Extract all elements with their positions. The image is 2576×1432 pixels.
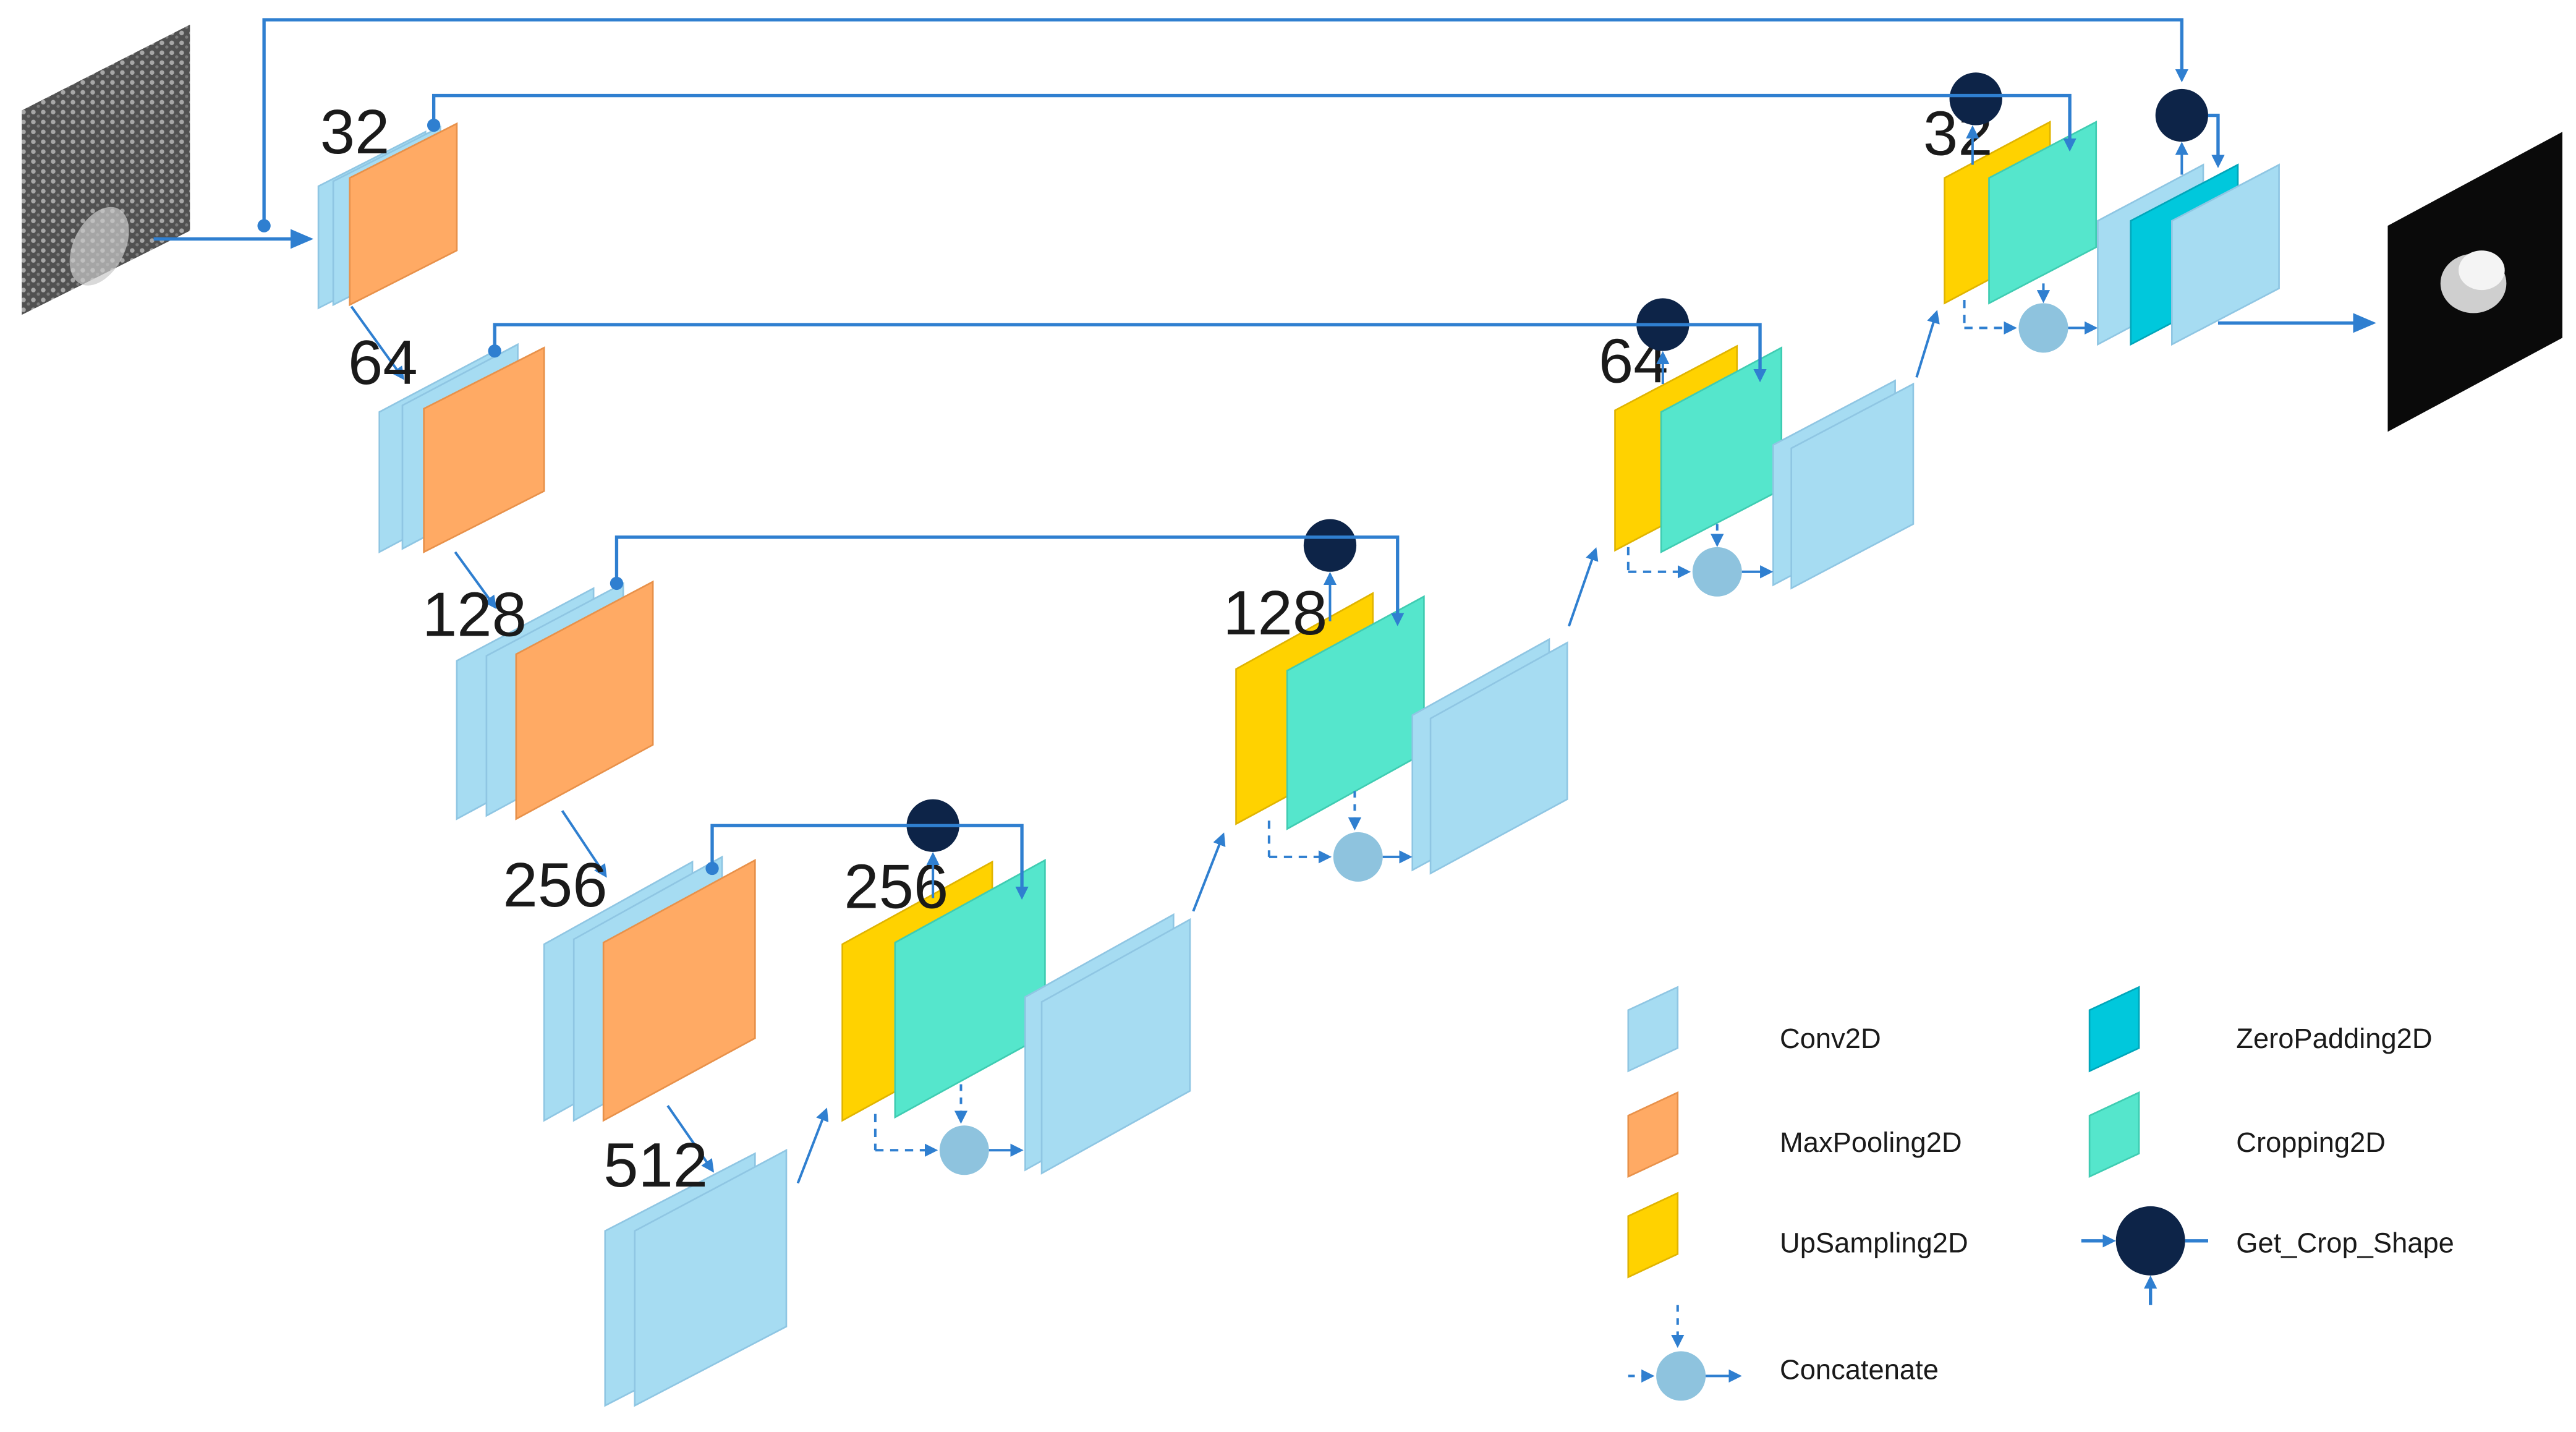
get-crop-shape-node bbox=[1303, 519, 1357, 572]
block-size-label: 128 bbox=[422, 580, 527, 650]
encoder-block-4: 256 bbox=[503, 850, 756, 1122]
maxpooling2d-layer bbox=[349, 122, 458, 307]
skip-connections bbox=[257, 18, 2225, 900]
encoder-block-1: 32 bbox=[317, 97, 458, 310]
maxpooling2d-layer bbox=[515, 580, 654, 820]
down-arrow bbox=[454, 551, 497, 610]
up-arrow bbox=[1192, 832, 1226, 912]
up-arrow bbox=[1568, 547, 1599, 627]
up-arrow bbox=[796, 1107, 829, 1184]
block-size-label: 128 bbox=[1223, 578, 1327, 648]
decoder-block-1: 32 bbox=[1923, 72, 2280, 353]
legend-get-crop-shape-label: Get_Crop_Shape bbox=[2236, 1227, 2454, 1259]
block-size-label: 32 bbox=[320, 97, 390, 167]
legend-upsampling2d-swatch bbox=[1627, 1191, 1679, 1279]
legend: Conv2D MaxPooling2D UpSampling2D Concate… bbox=[1627, 986, 2454, 1401]
block-size-label: 256 bbox=[503, 850, 608, 920]
legend-concatenate-label: Concatenate bbox=[1780, 1354, 1939, 1386]
encoder-block-3: 128 bbox=[422, 580, 654, 820]
legend-upsampling2d-label: UpSampling2D bbox=[1780, 1227, 1968, 1259]
conv2d-layer bbox=[2171, 163, 2280, 346]
block-size-label: 512 bbox=[603, 1130, 708, 1200]
decoder-block-2: 64 bbox=[1599, 298, 1915, 597]
conv2d-layer bbox=[1790, 382, 1915, 590]
crop-shape-inputs bbox=[926, 125, 2188, 898]
decoder-block-3: 128 bbox=[1223, 519, 1568, 882]
cropping2d-layer bbox=[1988, 121, 2098, 305]
maxpooling2d-layer bbox=[602, 858, 756, 1122]
up-arrow bbox=[1915, 310, 1940, 378]
legend-get-crop-shape-swatch bbox=[2081, 1206, 2208, 1305]
legend-maxpooling2d-label: MaxPooling2D bbox=[1780, 1127, 1962, 1158]
bottleneck-block: 512 bbox=[603, 1130, 788, 1407]
legend-conv2d-label: Conv2D bbox=[1780, 1023, 1881, 1054]
legend-cropping2d-swatch bbox=[2088, 1091, 2140, 1178]
down-arrow bbox=[350, 305, 405, 380]
input-mri-image bbox=[22, 24, 190, 315]
legend-cropping2d-label: Cropping2D bbox=[2236, 1127, 2386, 1158]
get-crop-shape-node bbox=[2155, 88, 2208, 142]
decoder-block-4: 256 bbox=[841, 799, 1191, 1175]
concatenate-node bbox=[2018, 303, 2068, 353]
legend-maxpooling2d-swatch bbox=[1627, 1091, 1679, 1178]
concatenate-node bbox=[939, 1125, 989, 1175]
conv2d-layer bbox=[634, 1149, 788, 1407]
maxpooling2d-layer bbox=[423, 346, 545, 553]
legend-zeropadding2d-label: ZeroPadding2D bbox=[2236, 1023, 2432, 1054]
down-arrow bbox=[666, 1105, 715, 1173]
down-arrow bbox=[561, 810, 607, 878]
block-size-label: 64 bbox=[348, 328, 418, 398]
concatenate-node bbox=[1692, 547, 1742, 597]
encoder-block-2: 64 bbox=[348, 328, 545, 554]
conv2d-layer bbox=[1429, 641, 1568, 875]
legend-zeropadding2d-swatch bbox=[2088, 986, 2140, 1073]
conv2d-layer bbox=[1040, 918, 1191, 1175]
legend-conv2d-swatch bbox=[1627, 986, 1679, 1073]
get-crop-shape-node bbox=[1949, 72, 2002, 126]
legend-concatenate-swatch bbox=[1628, 1305, 1742, 1401]
concatenate-node bbox=[1333, 832, 1383, 882]
output-mask-image bbox=[2387, 132, 2562, 432]
